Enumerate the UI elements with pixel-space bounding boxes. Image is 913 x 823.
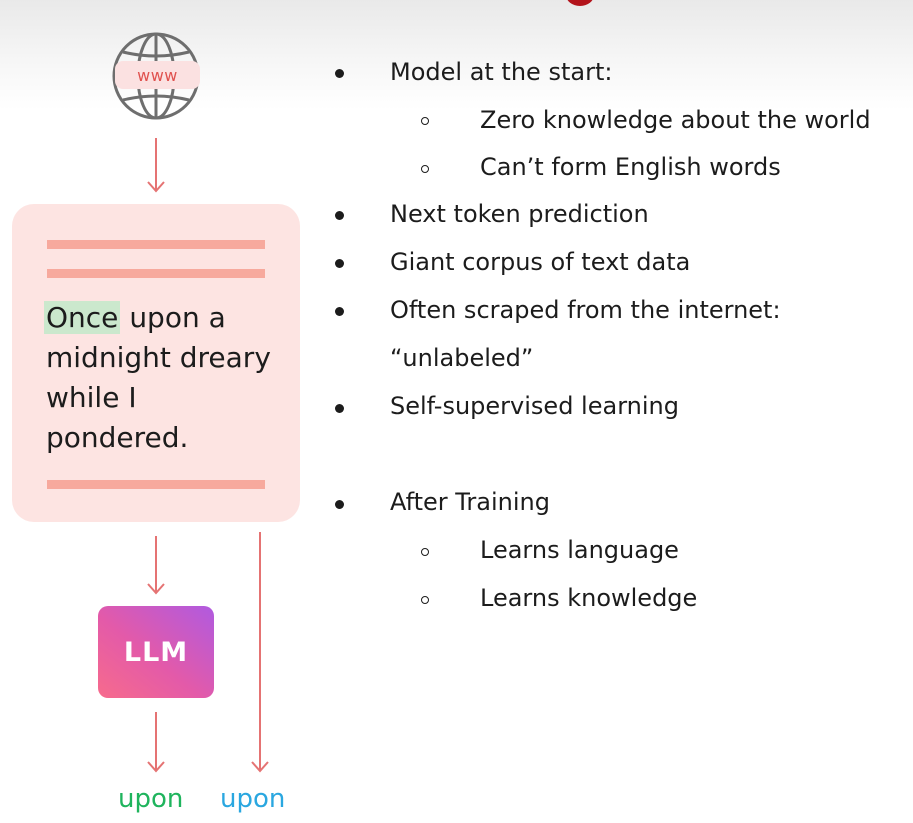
note-item: Model at the start:	[390, 58, 613, 86]
note-subitem: Zero knowledge about the world	[480, 106, 871, 134]
predicted-token: upon	[118, 784, 184, 814]
bullet-dot	[335, 211, 344, 220]
training-document	[12, 204, 300, 522]
target-token: upon	[220, 784, 286, 814]
llm-model-box: LLM	[98, 606, 214, 698]
text-line-placeholder	[47, 240, 265, 249]
bullet-dot	[335, 307, 344, 316]
note-subitem: Learns language	[480, 536, 679, 564]
sub-bullet-circle	[421, 165, 429, 173]
note-subitem: Can’t form English words	[480, 153, 781, 181]
note-item: Next token prediction	[390, 200, 649, 228]
sub-bullet-circle	[421, 596, 429, 604]
note-item: Self-supervised learning	[390, 392, 679, 420]
sub-bullet-circle	[421, 117, 429, 125]
note-continuation: “unlabeled”	[390, 344, 534, 372]
www-label: www	[115, 61, 200, 89]
document-text: Once upon a midnight dreary while I pond…	[44, 298, 286, 458]
arrow-document-to-llm	[147, 536, 165, 595]
arrow-globe-to-document	[147, 138, 165, 193]
note-subitem: Learns knowledge	[480, 584, 698, 612]
bullet-dot	[335, 69, 344, 78]
highlighted-token: Once	[44, 301, 121, 334]
text-line-placeholder	[47, 480, 265, 489]
note-item: After Training	[390, 488, 550, 516]
note-item: Often scraped from the internet:	[390, 296, 781, 324]
arrow-document-to-target	[251, 532, 269, 773]
bullet-dot	[335, 500, 344, 509]
text-line-placeholder	[47, 269, 265, 278]
sub-bullet-circle	[421, 548, 429, 556]
bullet-dot	[335, 259, 344, 268]
bullet-dot	[335, 404, 344, 413]
arrow-llm-to-output	[147, 712, 165, 773]
record-indicator-icon	[566, 0, 594, 6]
note-item: Giant corpus of text data	[390, 248, 691, 276]
document-text-rest: upon a midnight dreary while I pondered.	[46, 301, 271, 454]
